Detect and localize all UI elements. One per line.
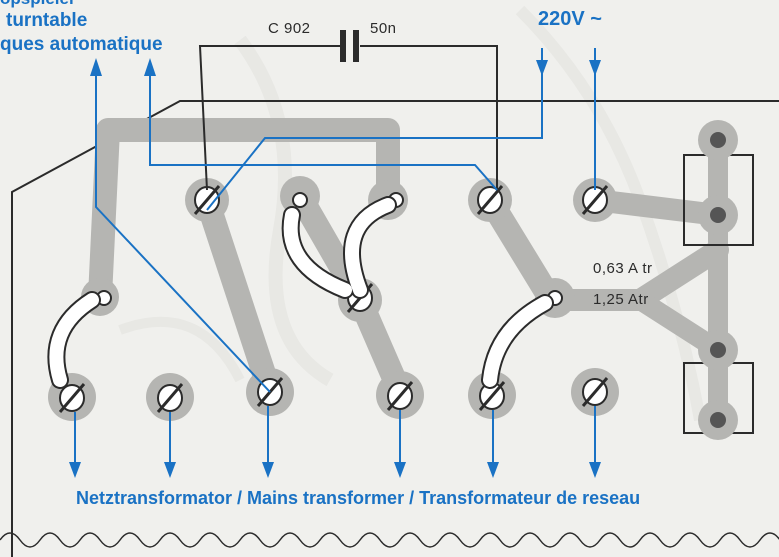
transformer-caption: Netztransformator / Mains transformer / … xyxy=(76,488,641,508)
fuse-rating-2: 1,25 Atr xyxy=(593,291,649,308)
capacitor-name: C 902 xyxy=(268,20,311,37)
capacitor-c902 xyxy=(198,30,498,191)
label-turntable-line3: ques automatique xyxy=(0,34,163,55)
capacitor-value: 50n xyxy=(370,20,397,37)
signal-wires xyxy=(95,48,596,393)
fuse-rating-1: 0,63 A tr xyxy=(593,260,653,277)
mains-voltage-label: 220V ~ xyxy=(538,8,602,30)
copper-traces xyxy=(88,118,729,430)
label-turntable-line2: turntable xyxy=(6,10,88,31)
wire-jumpers xyxy=(47,196,554,389)
arrows xyxy=(90,58,601,76)
torn-edge xyxy=(0,532,779,548)
solder-pads xyxy=(48,120,738,440)
transformer-leads xyxy=(74,406,596,470)
label-turntable-line1: opspieler xyxy=(0,0,76,9)
